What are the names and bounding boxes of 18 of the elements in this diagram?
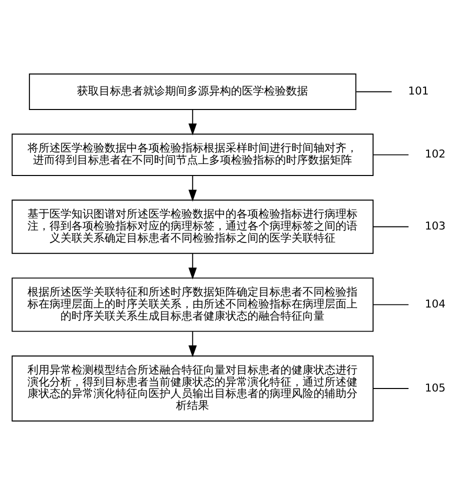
node-text: 104 [424,296,446,310]
connector [356,90,392,92]
node-box: 根据所述医学关联特征和所述时序数据矩阵确定目标患者不同检验指标在病理层面上的时序关联关系，由所述不同检验指标在病理层面上的时序关联关系生成目标患者健康状态的融合特征向量 [12,277,374,332]
arrow [188,108,197,135]
connector [372,154,410,155]
node-text: 101 [408,84,429,97]
connector [372,304,410,305]
node-box: 获取目标患者就诊期间多源异构的医学检验数据 [28,72,356,110]
arrow [188,174,197,202]
arrow [188,252,197,280]
node-text: 102 [424,147,446,160]
node-box: 利用异常检测模型结合所述融合特征向量对目标患者的健康状态进行演化分析，得到目标患者当前健康状态的异常演化特征，通过所述健康状态的异常演化特征向医护人员输出目标患者的病理风险的辅助分析结果 [12,354,374,422]
arrow [188,330,197,357]
node-text: 105 [424,380,446,394]
connector [372,226,410,227]
node-box: 将所述医学检验数据中各项检验指标根据采样时间进行时间轴对齐，进而得到目标患者在不同时间节点上多项检验指标的时序数据矩阵 [12,133,374,176]
node-box: 基于医学知识图谱对所述医学检验数据中的各项检验指标进行病理标注，得到各项检验指标对应的病理标签，通过各个病理标签之间的语义关联关系确定目标患者不同检验指标之间的医学关联特征 [12,199,374,254]
node-text: 103 [424,219,446,232]
